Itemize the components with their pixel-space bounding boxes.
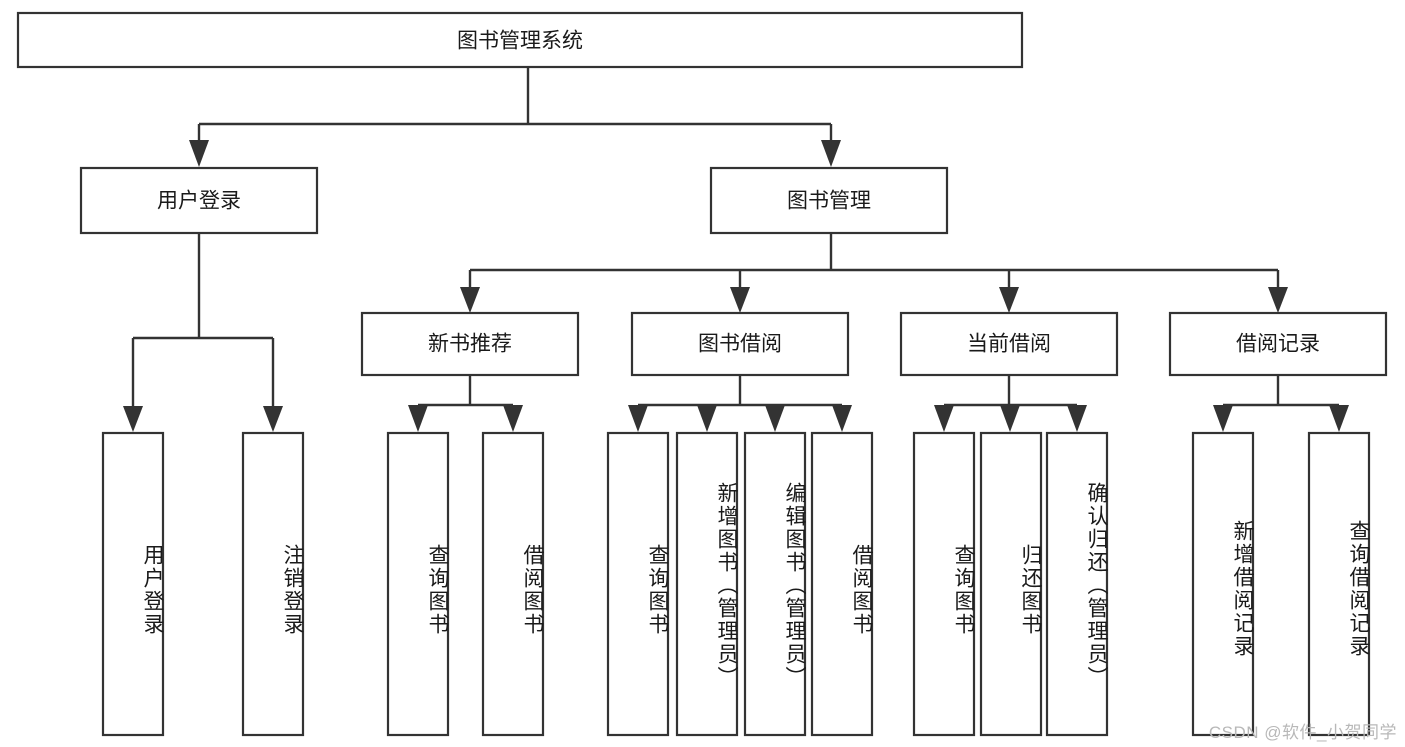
arrow-head-current-borrow	[999, 287, 1019, 313]
arrow-head-user-login	[189, 140, 209, 167]
node-root[interactable]: 图书管理系统	[16, 11, 1024, 69]
connector-group-newbook-to-leaves	[408, 375, 523, 432]
arrow-head-br-add	[1213, 405, 1233, 432]
node-user-login[interactable]: 用户登录	[79, 166, 319, 235]
leaf-box-bb-query-book[interactable]	[606, 431, 670, 737]
connector-group-borrowrecord-to-leaves	[1213, 375, 1349, 432]
node-new-book-recommend-label: 新书推荐	[428, 333, 512, 356]
node-new-book-recommend-box[interactable]	[360, 311, 580, 377]
node-book-borrow[interactable]: 图书借阅	[630, 311, 850, 377]
leaf-boxes-new-book-recommend	[386, 431, 545, 737]
arrow-head-bb-query	[628, 405, 648, 432]
node-new-book-recommend[interactable]: 新书推荐	[360, 311, 580, 377]
node-user-login-label: 用户登录	[157, 190, 241, 213]
connector-group-currentborrow-to-leaves	[934, 375, 1087, 432]
node-user-login-box[interactable]	[79, 166, 319, 235]
node-borrow-record-label: 借阅记录	[1236, 333, 1320, 356]
arrow-head-leaf-logout	[263, 406, 283, 432]
arrow-head-nb-query	[408, 405, 428, 432]
leaf-box-user-login[interactable]	[101, 431, 165, 737]
node-root-box[interactable]	[16, 11, 1024, 69]
connector-group-userlogin-to-leaves	[123, 233, 283, 432]
leaf-boxes-current-borrow	[912, 431, 1109, 737]
node-current-borrow-box[interactable]	[899, 311, 1119, 377]
node-borrow-record[interactable]: 借阅记录	[1168, 311, 1388, 377]
csdn-watermark: CSDN @软件_小贺同学	[1208, 723, 1397, 742]
arrow-head-cb-query	[934, 405, 954, 432]
leaf-box-bb-edit-book[interactable]	[743, 431, 807, 737]
leaf-box-br-add-record[interactable]	[1191, 431, 1255, 737]
leaf-box-cb-query-book[interactable]	[912, 431, 976, 737]
connector-group-bookmanage-to-level3	[460, 233, 1288, 313]
leaf-box-cb-confirm-return[interactable]	[1045, 431, 1109, 737]
arrow-head-cb-return	[1000, 405, 1020, 432]
arrow-head-bb-add	[697, 405, 717, 432]
leaf-boxes-user-login	[101, 431, 305, 737]
node-book-borrow-label: 图书借阅	[698, 333, 782, 356]
arrow-head-leaf-user-login	[123, 406, 143, 432]
node-root-label: 图书管理系统	[457, 30, 583, 53]
node-book-manage-box[interactable]	[709, 166, 949, 235]
arrow-head-book-manage	[821, 140, 841, 167]
arrow-head-book-borrow	[730, 287, 750, 313]
leaf-box-bb-add-book[interactable]	[675, 431, 739, 737]
leaf-box-nb-borrow-book[interactable]	[481, 431, 545, 737]
node-borrow-record-box[interactable]	[1168, 311, 1388, 377]
arrow-head-borrow-record	[1268, 287, 1288, 313]
leaf-box-br-query-record[interactable]	[1307, 431, 1371, 737]
arrow-head-new-book	[460, 287, 480, 313]
leaf-boxes-borrow-record	[1191, 431, 1371, 737]
connector-group-bookborrow-to-leaves	[628, 375, 852, 432]
arrow-head-bb-edit	[765, 405, 785, 432]
leaf-box-logout[interactable]	[241, 431, 305, 737]
node-book-manage-label: 图书管理	[787, 190, 871, 213]
arrow-head-br-query	[1329, 405, 1349, 432]
connector-group-root-to-level2	[189, 67, 841, 167]
arrow-head-bb-borrow	[832, 405, 852, 432]
node-book-borrow-box[interactable]	[630, 311, 850, 377]
leaf-box-bb-borrow-book[interactable]	[810, 431, 874, 737]
leaf-box-cb-return-book[interactable]	[979, 431, 1043, 737]
leaf-boxes-book-borrow	[606, 431, 874, 737]
node-current-borrow[interactable]: 当前借阅	[899, 311, 1119, 377]
arrow-head-cb-confirm	[1067, 405, 1087, 432]
node-book-manage[interactable]: 图书管理	[709, 166, 949, 235]
node-current-borrow-label: 当前借阅	[967, 333, 1051, 356]
arrow-head-nb-borrow	[503, 405, 523, 432]
leaf-box-nb-query-book[interactable]	[386, 431, 450, 737]
